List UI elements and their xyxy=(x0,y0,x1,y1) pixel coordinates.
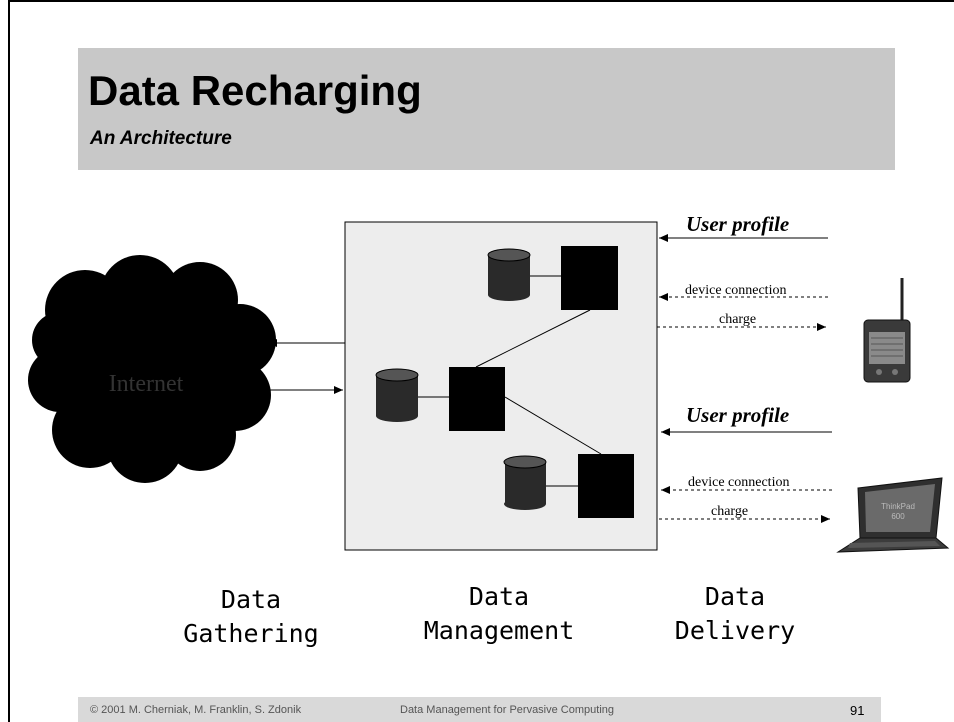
device-connection-label-bottom: device connection xyxy=(688,475,789,490)
processing-node xyxy=(578,454,634,518)
title-band xyxy=(78,48,895,170)
internet-cloud xyxy=(28,255,276,483)
user-profile-label-top: User profile xyxy=(686,212,789,236)
svg-text:600: 600 xyxy=(891,512,905,521)
column-label-delivery-line2: Delivery xyxy=(674,615,796,645)
footer-band xyxy=(78,697,881,722)
charge-label-bottom: charge xyxy=(711,504,748,519)
user-profile-label-bottom: User profile xyxy=(686,403,789,427)
slide-title: Data Recharging xyxy=(88,67,422,114)
column-label-gathering-line2: Gathering xyxy=(183,618,319,648)
database-icon xyxy=(487,248,531,301)
column-label-delivery-line1: Data xyxy=(704,582,766,611)
device-connection-label-top: device connection xyxy=(685,283,786,298)
column-label-management-line1: Data xyxy=(468,582,530,611)
node-link-lower xyxy=(504,396,602,455)
pda-device-icon xyxy=(863,278,911,383)
footer-copyright: © 2001 M. Cherniak, M. Franklin, S. Zdon… xyxy=(90,704,302,716)
column-label-delivery: Data Delivery xyxy=(660,580,810,648)
column-label-management: Data Management xyxy=(414,580,584,648)
column-label-gathering-line1: Data xyxy=(220,585,282,614)
slide-subtitle: An Architecture xyxy=(90,128,232,149)
slide-frame-left xyxy=(8,0,10,722)
laptop-device-icon: ThinkPad 600 xyxy=(836,477,950,553)
processing-node xyxy=(449,367,505,431)
footer-course-title: Data Management for Pervasive Computing xyxy=(400,704,614,716)
database-icon xyxy=(375,368,419,422)
svg-text:ThinkPad: ThinkPad xyxy=(881,502,915,511)
charge-label-top: charge xyxy=(719,312,756,327)
page-number: 91 xyxy=(850,703,865,718)
database-icon xyxy=(503,455,547,510)
column-label-gathering: Data Gathering xyxy=(176,583,326,651)
column-label-management-line2: Management xyxy=(423,615,575,645)
processing-node xyxy=(561,246,618,310)
node-link-upper xyxy=(475,309,591,368)
internet-label: Internet xyxy=(109,371,184,397)
